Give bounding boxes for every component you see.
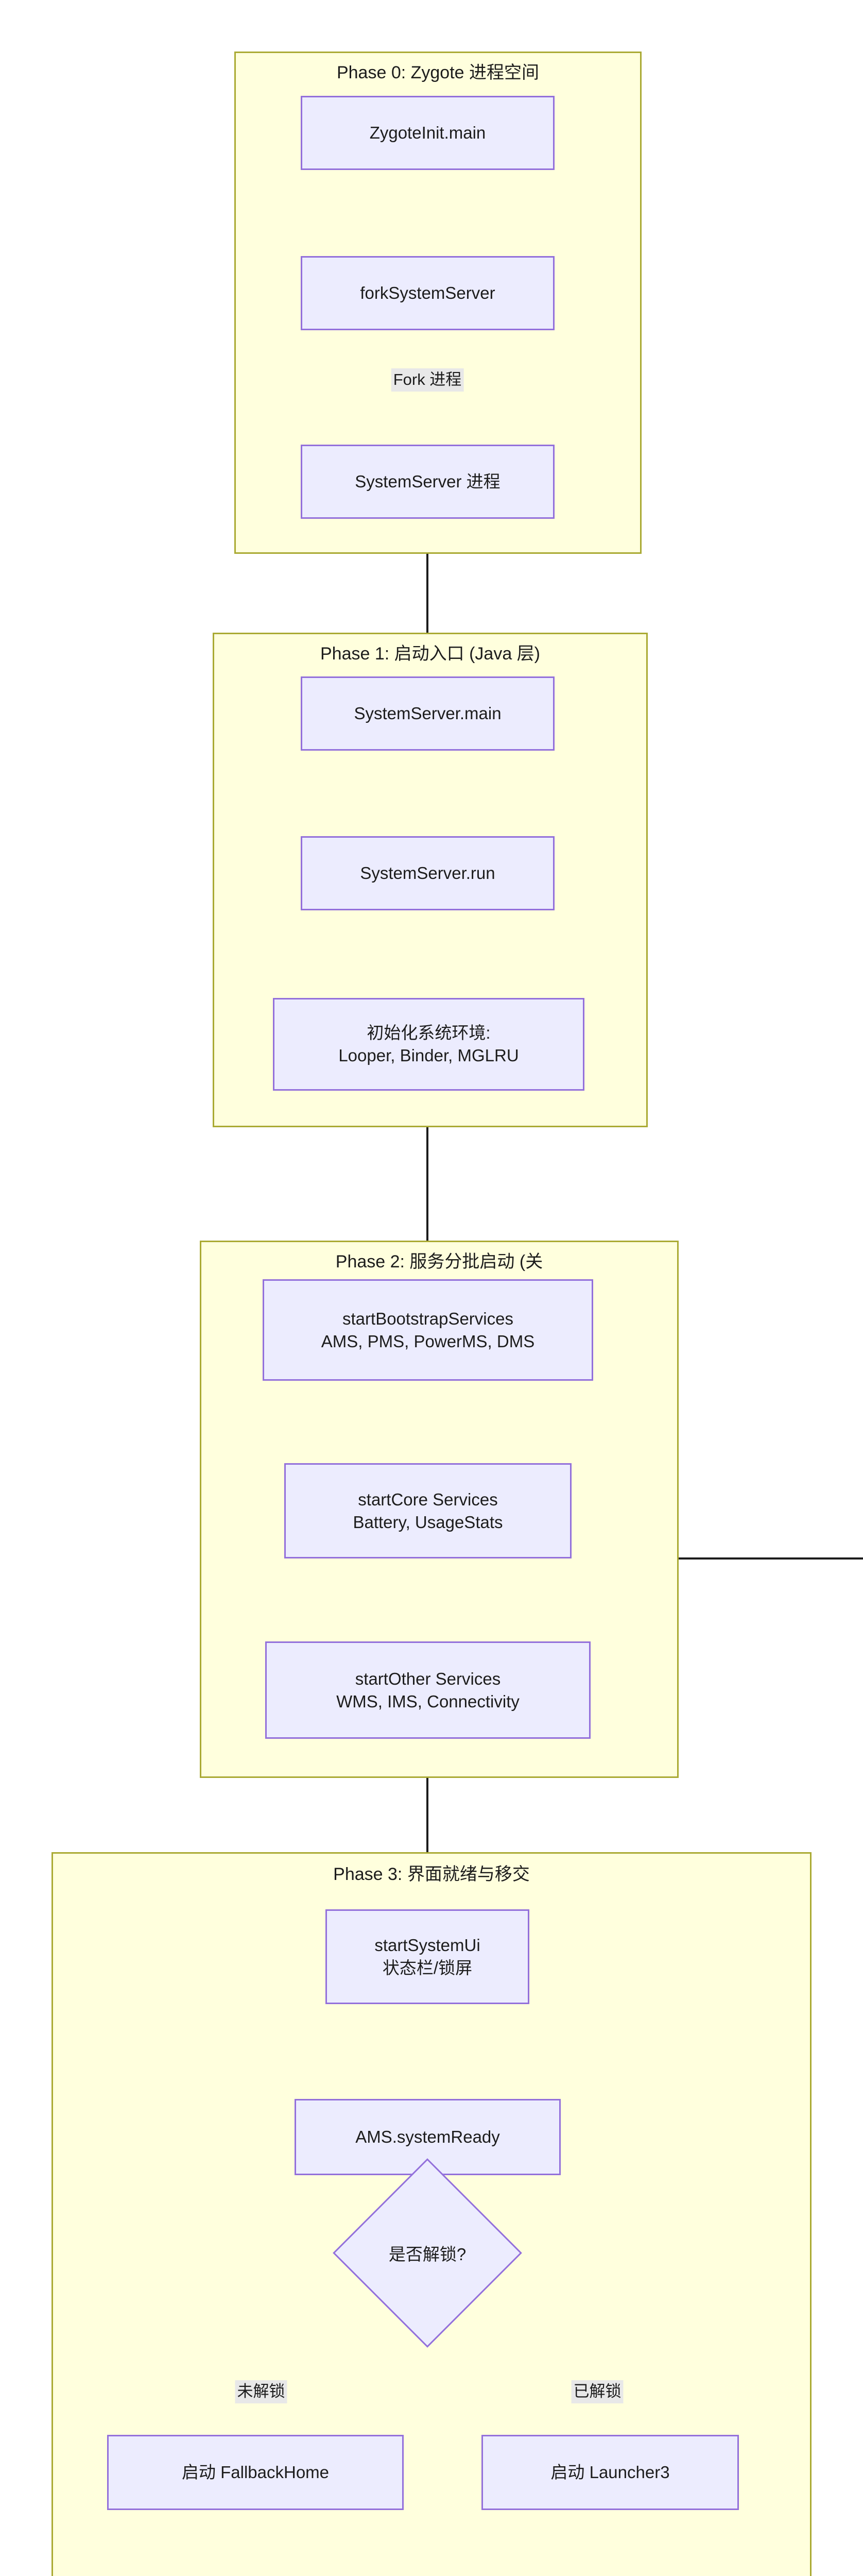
- node-systemserver-main-label: SystemServer.main: [354, 704, 502, 723]
- node-start-bootstrap-services[interactable]: startBootstrapServices AMS, PMS, PowerMS…: [263, 1279, 593, 1381]
- node-start-core-services-label2: Battery, UsageStats: [353, 1512, 503, 1532]
- node-start-bootstrap-services-label2: AMS, PMS, PowerMS, DMS: [321, 1331, 535, 1351]
- node-ams-systemready[interactable]: AMS.systemReady: [295, 2099, 561, 2175]
- node-start-core-services-label: startCore Services: [358, 1489, 498, 1509]
- node-start-systemui[interactable]: startSystemUi 状态栏/锁屏: [325, 1909, 529, 2004]
- node-start-launcher3-label: 启动 Launcher3: [550, 2463, 670, 2482]
- node-systemserver-run[interactable]: SystemServer.run: [301, 836, 555, 910]
- node-forksystemserver-label: forkSystemServer: [360, 283, 495, 303]
- subgraph-phase3-title: Phase 3: 界面就绪与移交: [333, 1865, 530, 1884]
- node-start-systemui-label: startSystemUi: [374, 1936, 480, 1955]
- node-systemserver-process[interactable]: SystemServer 进程: [301, 445, 555, 519]
- node-decision-is-unlocked[interactable]: 是否解锁?: [333, 2158, 522, 2348]
- subgraph-phase0-title: Phase 0: Zygote 进程空间: [336, 63, 540, 82]
- subgraph-phase1-title: Phase 1: 启动入口 (Java 层): [320, 645, 540, 664]
- node-start-fallbackhome[interactable]: 启动 FallbackHome: [107, 2435, 404, 2510]
- subgraph-phase2-title: Phase 2: 服务分批启动 (关: [335, 1252, 543, 1272]
- edge-label-unlocked: 已解锁: [571, 2380, 624, 2403]
- node-decision-is-unlocked-label: 是否解锁?: [388, 2245, 467, 2264]
- node-zygoteinit-label: ZygoteInit.main: [369, 123, 486, 143]
- node-start-launcher3[interactable]: 启动 Launcher3: [481, 2435, 739, 2510]
- node-forksystemserver[interactable]: forkSystemServer: [301, 256, 555, 330]
- node-start-core-services[interactable]: startCore Services Battery, UsageStats: [284, 1463, 572, 1558]
- node-init-environment-label2: Looper, Binder, MGLRU: [338, 1046, 519, 1065]
- node-systemserver-main[interactable]: SystemServer.main: [301, 676, 555, 751]
- edge-label-fork: Fork 进程: [391, 368, 464, 392]
- node-systemserver-process-label: SystemServer 进程: [355, 472, 500, 492]
- node-init-environment[interactable]: 初始化系统环境: Looper, Binder, MGLRU: [273, 998, 584, 1091]
- node-start-systemui-label2: 状态栏/锁屏: [382, 1958, 473, 1977]
- node-zygoteinit[interactable]: ZygoteInit.main: [301, 96, 555, 170]
- node-start-other-services[interactable]: startOther Services WMS, IMS, Connectivi…: [265, 1641, 591, 1739]
- node-start-other-services-label2: WMS, IMS, Connectivity: [336, 1691, 520, 1711]
- node-systemserver-run-label: SystemServer.run: [360, 863, 495, 883]
- node-start-other-services-label: startOther Services: [355, 1669, 501, 1688]
- node-ams-systemready-label: AMS.systemReady: [355, 2127, 500, 2147]
- node-init-environment-label: 初始化系统环境:: [367, 1023, 491, 1043]
- node-start-bootstrap-services-label: startBootstrapServices: [342, 1309, 513, 1328]
- node-start-fallbackhome-label: 启动 FallbackHome: [181, 2463, 330, 2482]
- edge-label-locked: 未解锁: [235, 2380, 287, 2403]
